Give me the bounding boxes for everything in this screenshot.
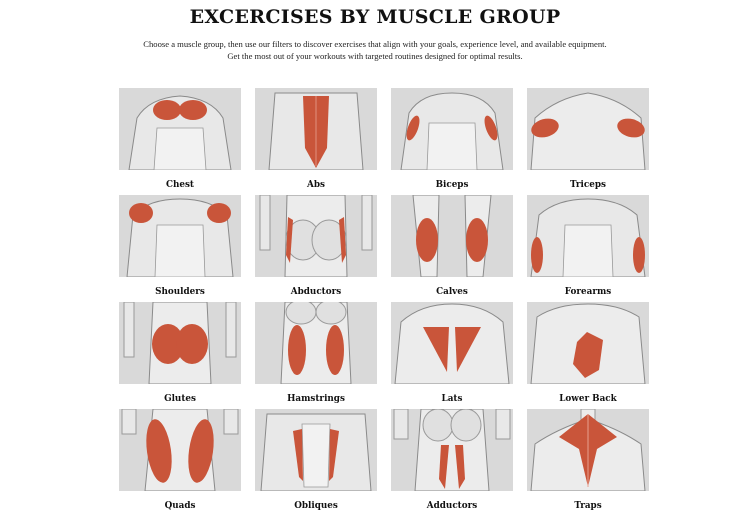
muscle-card-glutes[interactable]: Glutes: [119, 302, 241, 404]
intro-text: Choose a muscle group, then use our filt…: [0, 38, 750, 62]
muscle-card-quads[interactable]: Quads: [119, 409, 241, 511]
muscle-label[interactable]: Biceps: [435, 180, 469, 190]
muscle-label[interactable]: Obliques: [294, 501, 338, 511]
abs-muscle-image[interactable]: [255, 88, 377, 170]
muscle-card-obliques[interactable]: Obliques: [255, 409, 377, 511]
intro-line-2: Get the most out of your workouts with t…: [227, 51, 523, 61]
shoulders-muscle-image[interactable]: [119, 195, 241, 277]
glutes-muscle-image[interactable]: [119, 302, 241, 384]
obliques-muscle-image[interactable]: [255, 409, 377, 491]
muscle-card-shoulders[interactable]: Shoulders: [119, 195, 241, 297]
muscle-label[interactable]: Chest: [165, 180, 194, 190]
muscle-card-lower-back[interactable]: Lower Back: [527, 302, 649, 404]
muscle-label[interactable]: Lats: [441, 394, 463, 404]
chest-muscle-image[interactable]: [119, 88, 241, 170]
muscle-card-abductors[interactable]: Abductors: [255, 195, 377, 297]
page-title: EXCERCISES BY MUSCLE GROUP: [189, 6, 561, 28]
muscle-label[interactable]: Adductors: [426, 501, 478, 511]
muscle-card-hamstrings[interactable]: Hamstrings: [255, 302, 377, 404]
intro-line-1: Choose a muscle group, then use our filt…: [143, 39, 607, 49]
muscle-label[interactable]: Glutes: [164, 394, 196, 404]
muscle-label[interactable]: Traps: [574, 501, 602, 511]
muscle-label[interactable]: Quads: [164, 501, 196, 511]
muscle-label[interactable]: Abductors: [290, 287, 342, 297]
muscle-card-adductors[interactable]: Adductors: [391, 409, 513, 511]
hamstrings-muscle-image[interactable]: [255, 302, 377, 384]
muscle-label[interactable]: Calves: [436, 287, 468, 297]
muscle-card-triceps[interactable]: Triceps: [527, 88, 649, 190]
forearms-muscle-image[interactable]: [527, 195, 649, 277]
muscle-label[interactable]: Triceps: [570, 180, 606, 190]
adductors-muscle-image[interactable]: [391, 409, 513, 491]
muscle-card-traps[interactable]: Traps: [527, 409, 649, 511]
lower-back-muscle-image[interactable]: [527, 302, 649, 384]
muscle-card-chest[interactable]: Chest: [119, 88, 241, 190]
traps-muscle-image[interactable]: [527, 409, 649, 491]
quads-muscle-image[interactable]: [119, 409, 241, 491]
muscle-card-calves[interactable]: Calves: [391, 195, 513, 297]
lats-muscle-image[interactable]: [391, 302, 513, 384]
muscle-label[interactable]: Abs: [307, 180, 325, 190]
muscle-label[interactable]: Hamstrings: [287, 394, 345, 404]
biceps-muscle-image[interactable]: [391, 88, 513, 170]
abductors-muscle-image[interactable]: [255, 195, 377, 277]
muscle-label[interactable]: Forearms: [564, 287, 612, 297]
muscle-card-abs[interactable]: Abs: [255, 88, 377, 190]
triceps-muscle-image[interactable]: [527, 88, 649, 170]
calves-muscle-image[interactable]: [391, 195, 513, 277]
muscle-card-biceps[interactable]: Biceps: [391, 88, 513, 190]
muscle-label[interactable]: Shoulders: [155, 287, 205, 297]
muscle-card-forearms[interactable]: Forearms: [527, 195, 649, 297]
muscle-label[interactable]: Lower Back: [559, 394, 617, 404]
muscle-card-lats[interactable]: Lats: [391, 302, 513, 404]
